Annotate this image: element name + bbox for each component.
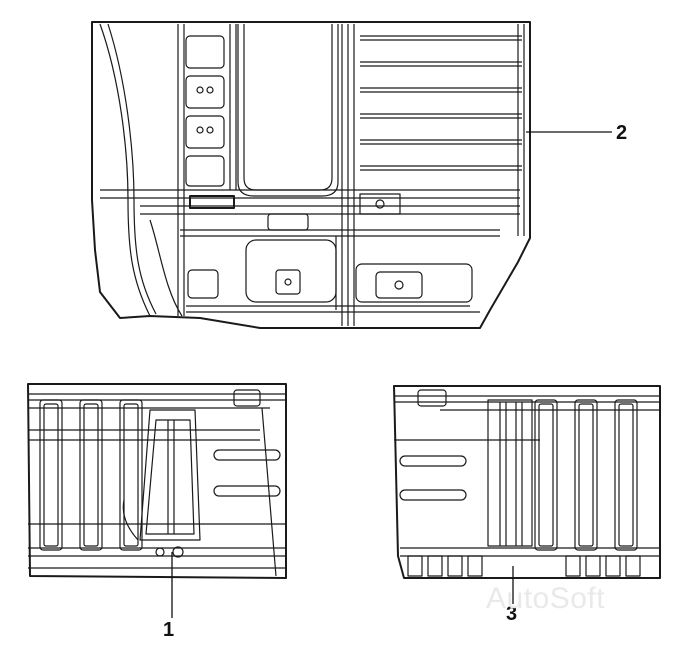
rib-panel-right	[360, 24, 525, 236]
callout-leaders	[171, 131, 612, 618]
watermark-text: AutoSoft	[486, 582, 606, 615]
callout-label-1: 1	[163, 619, 175, 641]
bottom-ribbing	[407, 555, 641, 577]
cross-member	[100, 189, 520, 237]
callout-label-2: 2	[616, 122, 628, 144]
top-floor-view	[91, 21, 531, 329]
rear-panel	[186, 213, 480, 313]
bottom-left-view	[27, 383, 287, 579]
callout-label-3: 3	[506, 603, 518, 625]
seat-mount-pads	[185, 35, 225, 187]
bottom-right-view	[393, 385, 661, 579]
